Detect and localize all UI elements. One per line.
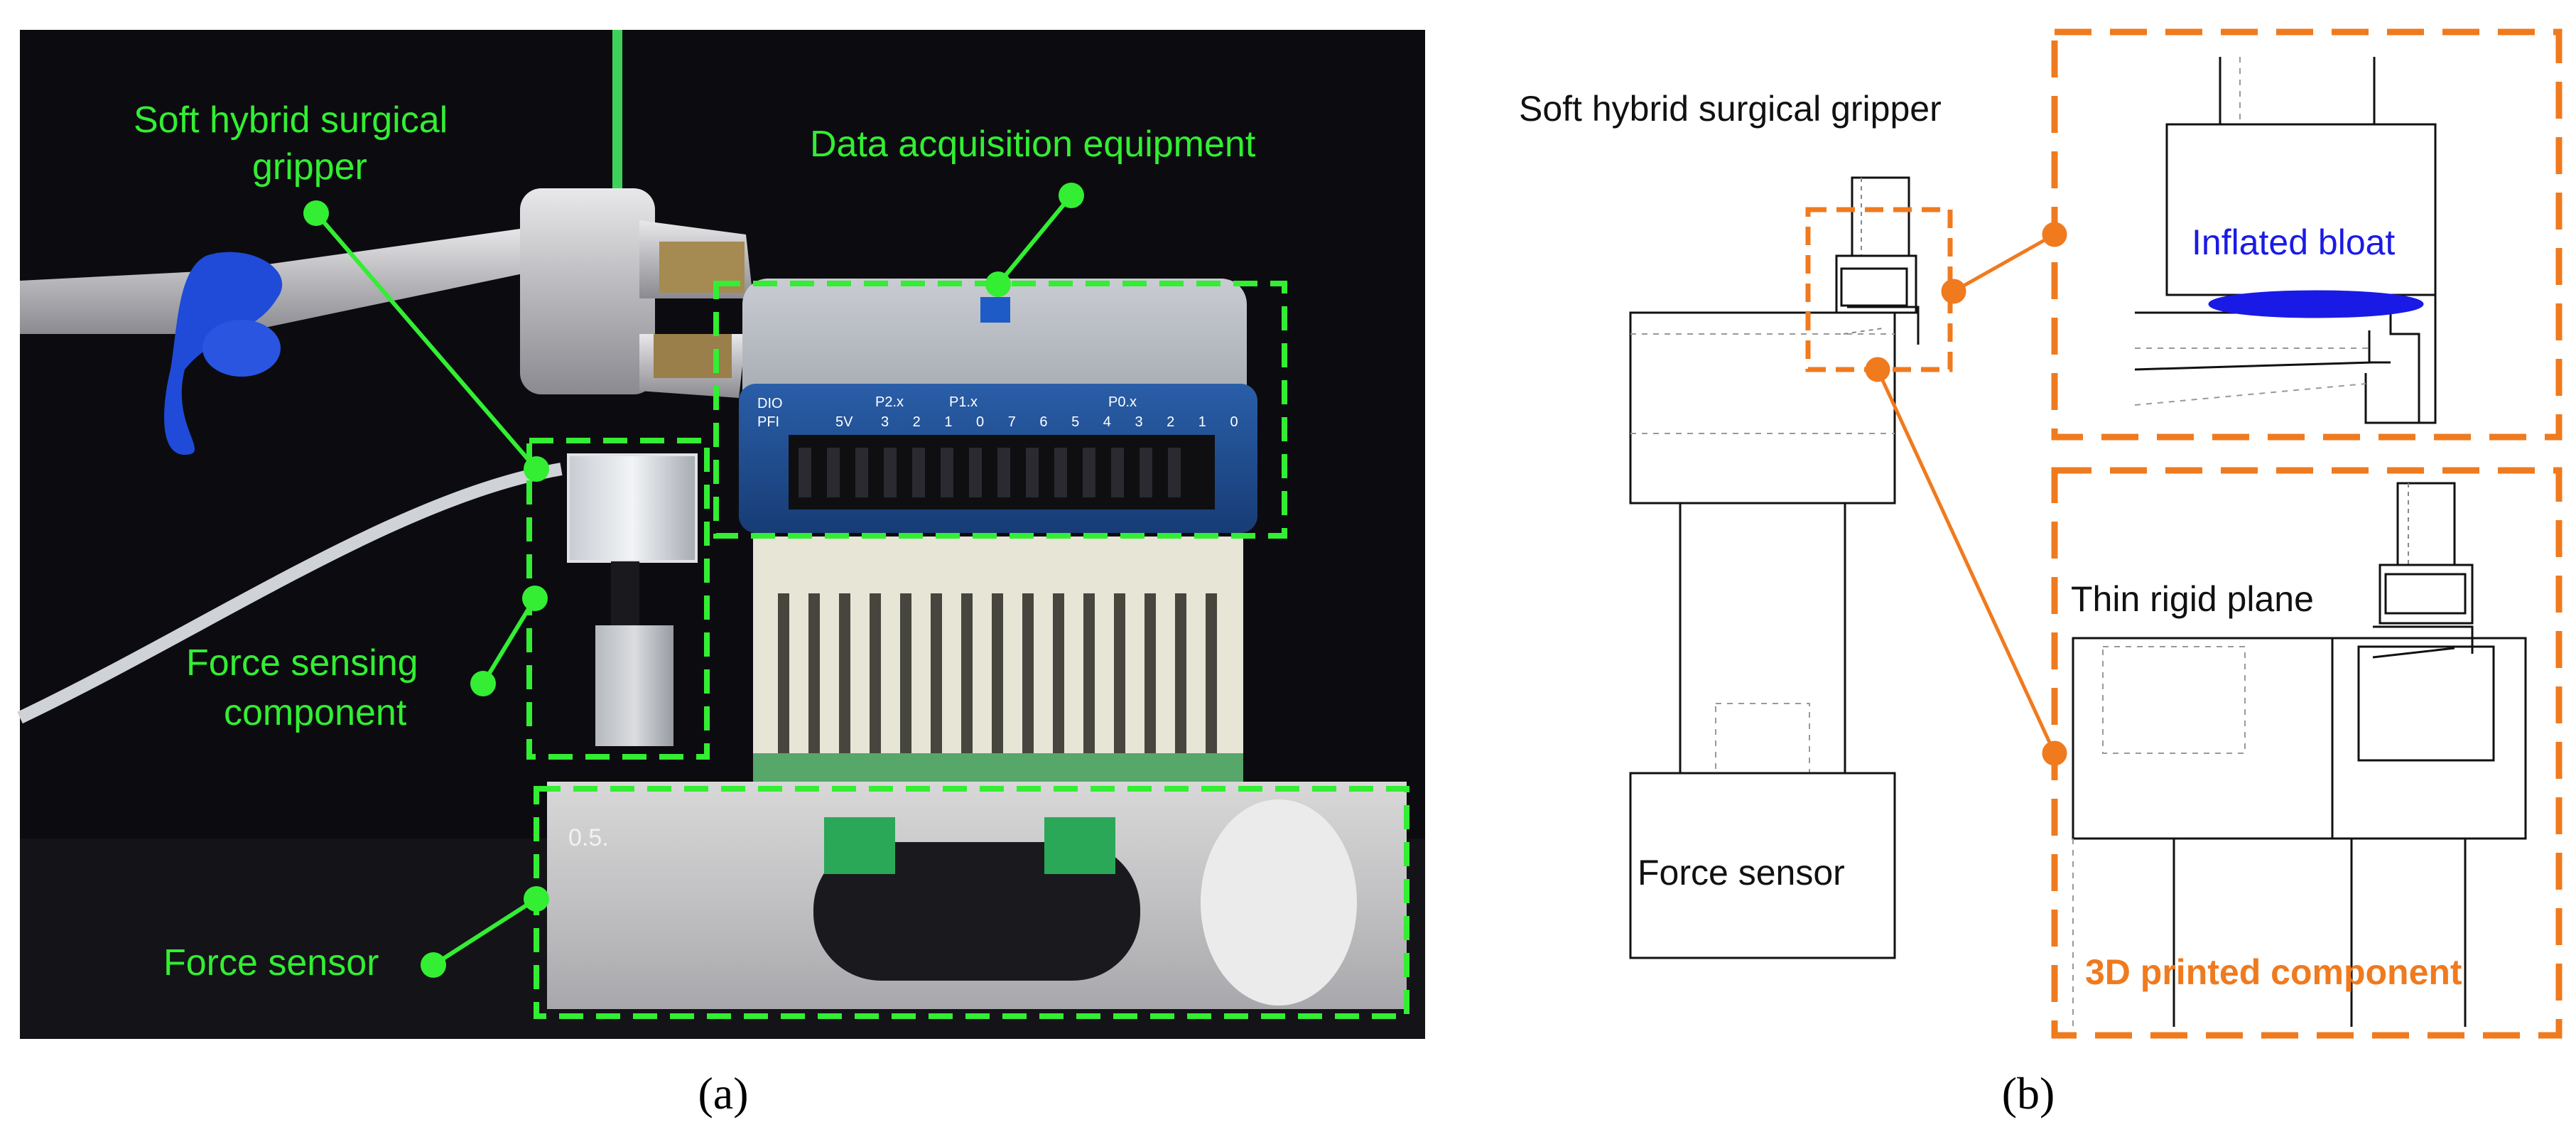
daq-callout: Data acquisition equipment — [810, 124, 1256, 165]
clamp-handle-blue — [164, 252, 283, 455]
inset-gripper-jaw — [2134, 311, 2420, 423]
schematic-force-sensor-label: Force sensor — [1638, 853, 1845, 893]
printed-jaw — [2372, 625, 2474, 659]
inset-gripper-outer — [2364, 295, 2437, 424]
force-sensing-leader-dot-end — [522, 586, 548, 611]
gripper-leader-dot-end — [524, 456, 549, 482]
panel-b-schematic — [1629, 28, 2563, 1039]
load-cell-marking: 0.5. — [568, 824, 609, 851]
air-tube — [17, 463, 563, 724]
schematic-gripper-label: Soft hybrid surgical gripper — [1519, 89, 1942, 129]
schematic-top-block — [1629, 311, 1896, 505]
printed-base-left — [2072, 637, 2334, 840]
panel-b-label: (b) — [2002, 1068, 2055, 1118]
panel-a-label: (a) — [698, 1068, 748, 1118]
acrylic-block — [567, 453, 698, 563]
gripper-callout-line1: Soft hybrid surgical — [134, 99, 448, 141]
inset-gripper-head — [2165, 123, 2437, 296]
daq-logo — [980, 297, 1010, 323]
printed-component-label: 3D printed component — [2085, 952, 2462, 992]
inflated-bloat-label: Inflated bloat — [2192, 222, 2395, 262]
cork-pad-lower — [654, 334, 732, 378]
inset-gripper-inner-2 — [2384, 573, 2467, 615]
acrylic-rod — [611, 561, 639, 625]
daq-base-green-terminals — [753, 753, 1243, 782]
force-sensor-callout: Force sensor — [163, 942, 379, 983]
force-sensing-leader-dot-start — [470, 671, 496, 696]
printed-leader-line — [1876, 368, 2057, 755]
bloat-leader-line — [1952, 232, 2056, 293]
load-cell-cavity-green-left — [824, 817, 895, 874]
gripper-leader-dot-start — [303, 200, 329, 226]
load-cell-slot — [813, 842, 1140, 981]
force-sensor-leader-dot-start — [421, 952, 446, 978]
gripper-callout-line2: gripper — [252, 146, 367, 188]
force-sensing-callout-line1: Force sensing — [186, 642, 418, 684]
daq-dio-label: DIO — [757, 396, 783, 411]
force-sensor-leader-dot-end — [524, 886, 549, 912]
force-sensor-leader-line — [432, 897, 538, 967]
schematic-column — [1679, 502, 1846, 775]
bloat-leader-dot-end — [2042, 222, 2067, 247]
inflated-bloat-shape — [2208, 290, 2424, 318]
acrylic-post — [595, 625, 673, 746]
bloat-leader-dot-start — [1941, 279, 1966, 304]
load-cell-cavity-green-right — [1044, 817, 1115, 874]
daq-pin-numbers: 3 2 1 0 7 6 5 4 3 2 1 0 — [881, 414, 1248, 430]
daq-5v-label: 5V — [835, 414, 853, 430]
daq-pfi-label: PFI — [757, 414, 779, 430]
schematic-force-sensor-block — [1629, 772, 1896, 959]
force-sensing-callout-line2: component — [224, 692, 407, 733]
printed-pocket — [2357, 645, 2495, 762]
printed-base-left-hidden — [2102, 646, 2246, 754]
daq-callout-box — [713, 281, 1287, 539]
inset-hidden-line-2 — [2134, 383, 2366, 406]
daq-base-vents — [778, 593, 1217, 757]
daq-terminal-screws — [799, 448, 1181, 497]
thin-rigid-plane-label: Thin rigid plane — [2071, 579, 2314, 619]
daq-leader-line — [996, 194, 1073, 286]
daq-p1-label: P1.x — [949, 394, 978, 410]
clamp-knob-blue — [202, 320, 281, 377]
load-cell-white-pad — [1201, 799, 1357, 1006]
printed-leader-dot-end — [2042, 740, 2067, 766]
daq-p0-label: P0.x — [1108, 394, 1137, 410]
schematic-gripper-jaw — [1847, 306, 1920, 345]
printed-leader-dot-start — [1865, 357, 1890, 382]
daq-leader-dot-start — [1059, 183, 1084, 208]
schematic-gripper-inner — [1840, 267, 1908, 307]
daq-p2-label: P2.x — [875, 394, 904, 410]
gripper-body — [520, 188, 655, 394]
gripper-leader-line — [314, 212, 539, 470]
force-sensing-leader-line — [481, 597, 537, 685]
daq-leader-dot-end — [985, 271, 1011, 297]
schematic-gripper-jaw-hidden — [1843, 328, 1883, 335]
inset-stem-2 — [2396, 482, 2456, 566]
panel-a-photo: DIO PFI 5V P2.x P1.x P0.x 3 2 1 0 7 6 5 … — [17, 30, 1425, 1039]
